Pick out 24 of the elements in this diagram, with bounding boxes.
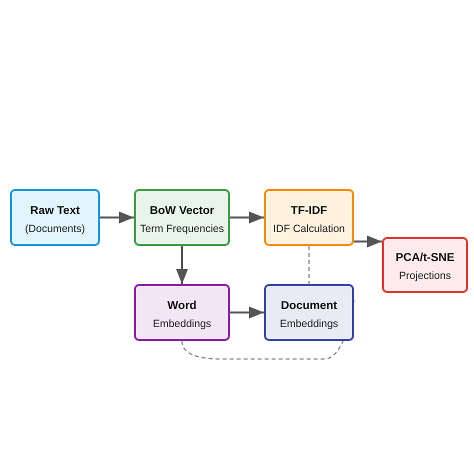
arrow bbox=[100, 212, 134, 224]
process-box bbox=[264, 284, 354, 341]
box-title: Word bbox=[167, 300, 197, 312]
dashed-connector bbox=[308, 246, 310, 284]
box-subtitle: Embeddings bbox=[280, 318, 338, 330]
box-subtitle: IDF Calculation bbox=[273, 222, 345, 234]
process-box bbox=[134, 284, 230, 341]
process-box bbox=[382, 237, 468, 293]
arrow bbox=[354, 236, 382, 248]
arrow bbox=[230, 212, 264, 224]
arrow bbox=[230, 306, 264, 318]
process-box bbox=[264, 189, 354, 246]
arrow bbox=[176, 246, 188, 284]
box-subtitle: (Documents) bbox=[24, 222, 86, 234]
box-title: Raw Text bbox=[30, 204, 80, 216]
process-box bbox=[134, 189, 230, 246]
box-title: TF-IDF bbox=[290, 204, 328, 216]
box-title: PCA/t-SNE bbox=[396, 252, 454, 264]
process-box bbox=[10, 189, 100, 246]
box-title: BoW Vector bbox=[150, 204, 214, 216]
box-subtitle: Term Frequencies bbox=[140, 222, 224, 234]
box-subtitle: Projections bbox=[399, 270, 451, 282]
box-title: Document bbox=[280, 300, 338, 312]
box-subtitle: Embeddings bbox=[152, 318, 212, 330]
